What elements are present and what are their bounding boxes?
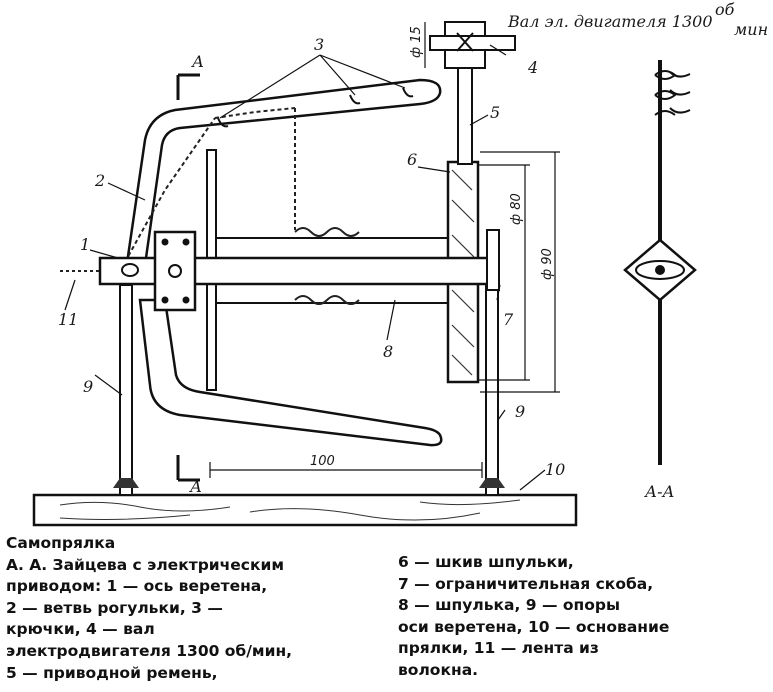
callout-10: 10 — [545, 460, 565, 479]
base-board — [32, 493, 578, 527]
motor-speed-unit-top: об — [715, 0, 735, 19]
caption-line: крючки, 4 — вал — [6, 620, 155, 639]
flyer-hub-plate — [153, 230, 197, 312]
callout-4: 4 — [527, 58, 538, 77]
callout-1: 1 — [80, 235, 90, 254]
left-support — [113, 284, 139, 496]
dim-pulley-diameter: ф 15 — [409, 26, 424, 58]
caption-line: оси веретена, 10 — основание — [398, 617, 670, 636]
caption-line: 7 — ограничительная скоба, — [398, 574, 654, 593]
callout-3: 3 — [314, 35, 324, 54]
section-view-label: А-А — [644, 482, 675, 501]
stop-bracket — [486, 229, 500, 291]
caption-line: 6 — шкив шпульки, — [398, 553, 574, 571]
dim-length: 100 — [310, 454, 335, 469]
callout-9-left: 9 — [83, 377, 93, 396]
motor-shaft-pulley — [429, 21, 516, 69]
callout-6: 6 — [407, 150, 417, 169]
caption-line: 2 — ветвь рогульки, 3 — — [6, 598, 223, 617]
caption-line: А. А. Зайцева с электрическим — [6, 555, 285, 574]
right-support — [479, 284, 505, 496]
flyer-lower-arm — [138, 298, 443, 447]
spinning-wheel-diagram: Вал эл. двигателя 1300 об мин А А А-А ф … — [32, 0, 768, 527]
callout-7: 7 — [503, 310, 514, 329]
dim-inner-diameter: ф 80 — [509, 193, 524, 225]
spindle-eye — [121, 263, 139, 277]
caption-line: Самопрялка — [6, 534, 116, 552]
section-mark-bottom: А — [189, 477, 202, 496]
yarn-chain — [124, 107, 296, 263]
caption-right: 6 — шкив шпульки, 7 — ограничительная ско… — [398, 552, 669, 682]
callout-11: 11 — [58, 310, 78, 329]
callout-5: 5 — [490, 103, 500, 122]
caption-line: 5 — приводной ремень, — [6, 663, 218, 682]
section-markers — [176, 73, 200, 482]
flyer-hooks — [217, 87, 414, 128]
caption-line: волокна. — [398, 660, 479, 679]
bobbin-yarn — [294, 227, 360, 305]
section-view — [623, 60, 697, 465]
motor-speed-unit-bottom: мин — [734, 20, 768, 39]
section-mark-top: А — [191, 52, 204, 71]
callout-2: 2 — [94, 171, 105, 190]
leader-lines — [64, 44, 546, 491]
motor-shaft-label: Вал эл. двигателя 1300 — [507, 12, 713, 31]
flyer-upper-arm — [124, 78, 442, 272]
callout-8: 8 — [383, 342, 393, 361]
caption-line: приводом: 1 — ось веретена, — [6, 577, 268, 596]
callout-9-right: 9 — [515, 402, 525, 421]
caption-line: прялки, 11 — лента из — [398, 639, 599, 658]
caption-line: электродвигателя 1300 об/мин, — [6, 641, 293, 660]
caption-left: Самопрялка А. А. Зайцева с электрическим п… — [6, 533, 292, 684]
dimension-lines — [209, 22, 560, 478]
dim-outer-diameter: ф 90 — [540, 248, 555, 280]
caption-line: 8 — шпулька, 9 — опоры — [398, 596, 620, 615]
